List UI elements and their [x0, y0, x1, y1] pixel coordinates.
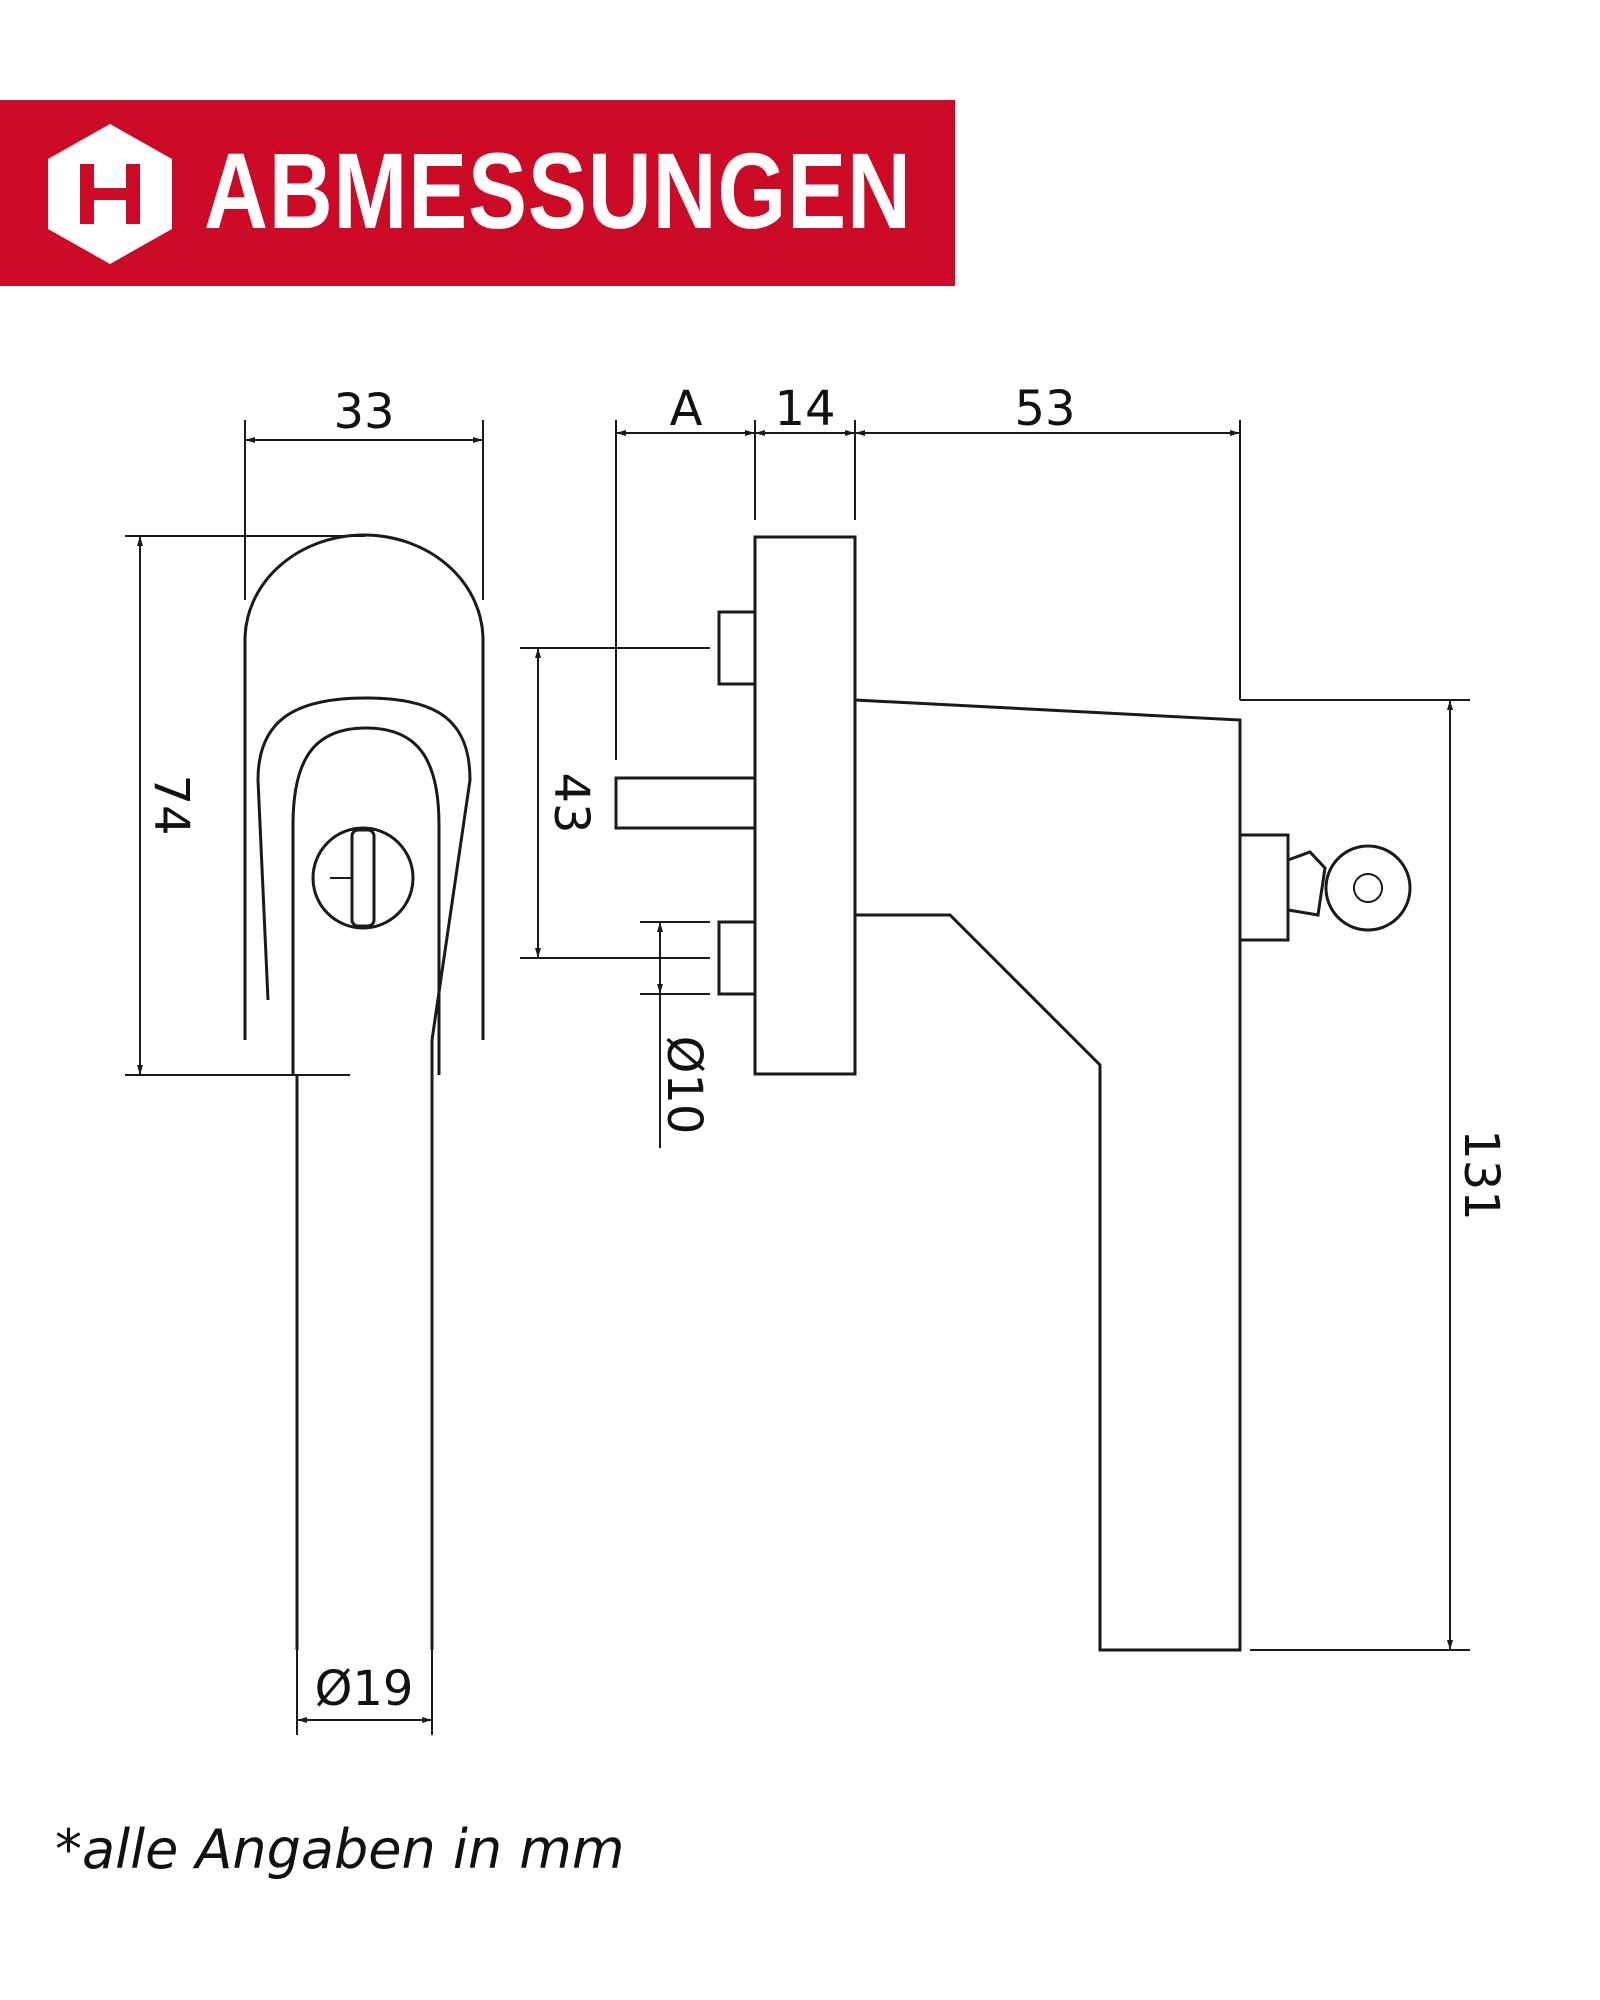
dim-height-43: 43: [520, 647, 710, 959]
dim-label-131: 131: [1453, 1129, 1509, 1221]
dim-diameter-19: Ø19: [296, 1650, 433, 1735]
side-view: [614, 535, 1412, 1652]
handle-neck-inner: [291, 726, 441, 1075]
dim-label-74: 74: [143, 774, 199, 835]
front-view: [243, 533, 485, 1650]
dim-label-dia10: Ø10: [656, 1036, 712, 1135]
key-shaft: [1286, 850, 1327, 917]
dim-diameter-10: Ø10: [640, 921, 712, 1148]
dim-height-131: 131: [1240, 699, 1509, 1651]
dim-height-74: 74: [125, 535, 365, 1076]
dim-top-row: A 14 53: [615, 381, 1241, 760]
banner-title: ABMESSUNGEN: [204, 130, 912, 251]
dim-label-14: 14: [774, 381, 835, 437]
dim-width-33: 33: [244, 384, 484, 600]
dim-label-43: 43: [543, 772, 599, 833]
lock-body: [1238, 833, 1290, 942]
key-hole: [1353, 873, 1383, 903]
title-banner: ABMESSUNGEN: [0, 100, 955, 286]
rosette-outline: [243, 533, 485, 1040]
dim-label-a: A: [670, 381, 703, 437]
key-head: [1324, 844, 1412, 932]
screw-boss-top: [717, 610, 757, 686]
handle-lever: [854, 698, 1242, 1652]
rosette-plate: [753, 535, 857, 1076]
screw-boss-bottom: [717, 920, 757, 996]
hexagon-h-logo-icon: [48, 124, 172, 264]
dim-label-53: 53: [1014, 381, 1075, 437]
handle-neck: [256, 696, 472, 1041]
units-footnote: *alle Angaben in mm: [55, 1818, 625, 1881]
dim-label-dia19: Ø19: [315, 1661, 414, 1717]
lock-keyhole: [350, 828, 376, 928]
dim-label-33: 33: [333, 384, 394, 440]
lock-cylinder: [311, 826, 415, 930]
spindle: [614, 776, 757, 830]
